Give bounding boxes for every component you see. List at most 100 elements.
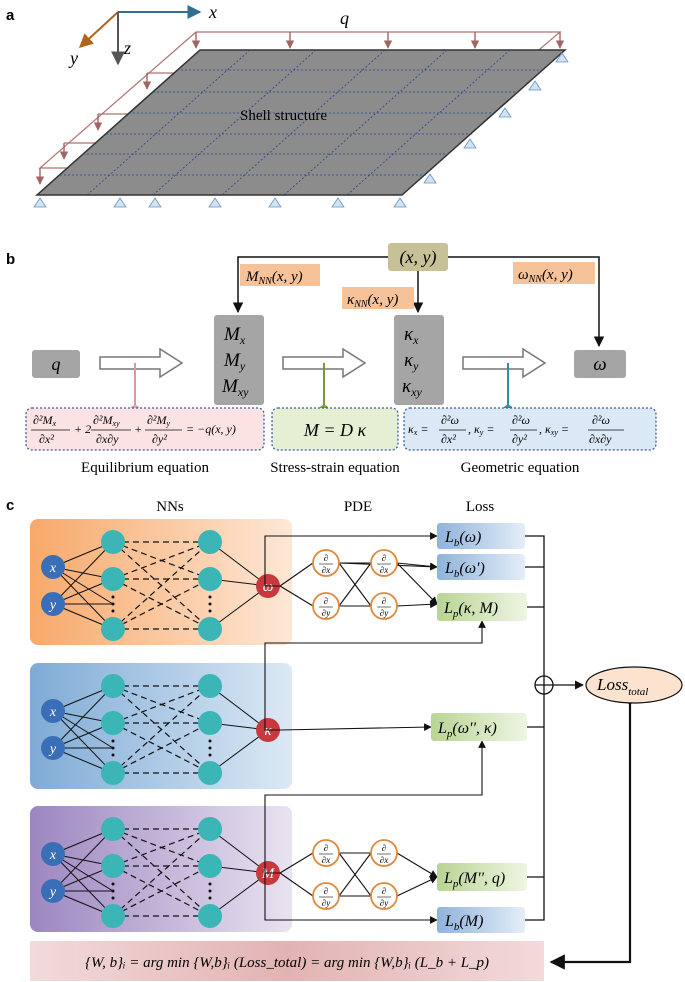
panel-a-label: a <box>6 7 15 24</box>
hidden-node <box>101 530 125 554</box>
nn-band-omega <box>30 519 292 645</box>
svg-text:∂²My: ∂²My <box>147 413 171 428</box>
ellipsis-dot <box>208 609 212 613</box>
svg-text:∂x∂y: ∂x∂y <box>96 432 119 446</box>
derivative-node <box>312 839 340 867</box>
support-triangle <box>113 197 127 208</box>
svg-text:∂x∂y: ∂x∂y <box>589 432 612 446</box>
net-edge-dashed <box>112 541 211 580</box>
derivative-top: ∂ <box>382 596 386 606</box>
net-edge-dashed <box>112 865 211 917</box>
ellipsis-dot <box>111 896 115 900</box>
support-triangle <box>393 197 407 208</box>
svg-text:, κy =: , κy = <box>468 422 494 437</box>
input-node-x <box>41 842 65 866</box>
ellipsis-dot <box>208 595 212 599</box>
m-stack-box <box>214 315 264 405</box>
input-y-label: y <box>48 598 57 613</box>
net-edge-dashed <box>112 578 211 630</box>
wire-m-boundary <box>264 872 438 924</box>
wire-m-to-lp <box>264 740 486 873</box>
axis-y-label: y <box>68 48 78 68</box>
tag-m-nn <box>240 264 320 286</box>
hidden-node <box>101 674 125 698</box>
loss-b-omega: Lb(ω) <box>444 529 481 549</box>
panel-c-label: c <box>6 497 14 514</box>
tag-kappa-nn-text: κNN(x, y) <box>347 292 398 310</box>
equilibrium-equation: ∂²Mx ∂x² + 2 ∂²Mxy ∂x∂y + ∂²My ∂y² <box>31 413 182 446</box>
hollow-arrows <box>99 347 547 379</box>
support-triangle <box>423 173 437 184</box>
svg-text:κx =: κx = <box>408 422 428 437</box>
support-triangle <box>463 138 477 149</box>
tag-m-nn-text: MNN(x, y) <box>245 269 303 287</box>
loss-b-omega-prime-box <box>437 554 525 580</box>
equation-pins <box>130 363 513 415</box>
q-box-text: q <box>52 354 61 374</box>
loss-p-m-q-box <box>437 863 527 891</box>
support-triangle <box>331 197 345 208</box>
svg-text:∂x²: ∂x² <box>441 432 456 446</box>
input-xy-box <box>388 243 448 271</box>
derivative-node <box>370 882 398 910</box>
pde-edge <box>338 852 372 897</box>
hidden-node <box>198 567 222 591</box>
shell-structure-label: Shell structure <box>240 108 327 124</box>
output-label: ω <box>263 579 274 595</box>
net-edge <box>52 541 114 605</box>
support-triangle <box>528 80 542 91</box>
net-edge-dashed <box>112 685 211 774</box>
load-q-label: q <box>340 8 349 28</box>
panel-b-label: b <box>6 251 15 268</box>
loss-boxes: Lb(ω) Lb(ω') Lp(κ, M) Lp(ω'', κ) Lp(M'',… <box>431 523 527 933</box>
formula-bar <box>30 941 544 981</box>
pde-edge <box>279 872 314 897</box>
loss-total-ellipse <box>585 666 683 704</box>
input-x-label: x <box>49 848 57 863</box>
aggregation-wires <box>525 535 632 970</box>
loss-p-kappa-m: Lp(κ, M) <box>443 600 498 620</box>
loss-b-m: Lb(M) <box>444 913 483 933</box>
nn-band-kappa <box>30 663 292 789</box>
kappa-stack-box <box>394 315 444 405</box>
net-edge <box>52 685 114 749</box>
ellipsis-dot <box>208 889 212 893</box>
caption-stress-strain: Stress-strain equation <box>270 460 400 476</box>
net-edge <box>209 828 269 874</box>
derivative-bottom: ∂x <box>322 855 330 865</box>
tag-omega-nn-text: ωNN(x, y) <box>518 267 573 285</box>
net-edge <box>209 685 269 731</box>
pde-derivatives: ∂∂x∂∂y∂∂x∂∂y∂∂x∂∂y∂∂x∂∂y <box>264 532 486 924</box>
hidden-node <box>198 817 222 841</box>
pde-edge <box>338 562 372 607</box>
hidden-node <box>101 617 125 641</box>
svg-text:κx: κx <box>404 324 419 347</box>
hidden-node <box>198 617 222 641</box>
equilibrium-rhs: = −q(x, y) <box>186 422 236 436</box>
net-edge <box>52 828 114 892</box>
hidden-node <box>198 904 222 928</box>
input-node-y <box>41 736 65 760</box>
support-triangle <box>148 197 162 208</box>
input-x-label: x <box>49 561 57 576</box>
hidden-node <box>101 567 125 591</box>
col-pde: PDE <box>344 499 372 515</box>
svg-text:κy: κy <box>404 350 419 373</box>
input-node-y <box>41 879 65 903</box>
net-edge <box>52 566 114 630</box>
svg-text:∂²ω: ∂²ω <box>592 413 610 427</box>
hidden-node <box>198 761 222 785</box>
stress-strain-equation: M = D κ <box>303 420 367 440</box>
tag-omega-nn <box>513 262 595 284</box>
support-triangle <box>33 197 47 208</box>
ellipsis-dot <box>111 753 115 757</box>
derivative-bottom: ∂x <box>380 855 388 865</box>
hidden-node <box>198 674 222 698</box>
omega-box <box>574 350 626 378</box>
net-edge-dashed <box>112 722 211 774</box>
derivative-top: ∂ <box>382 886 386 896</box>
derivative-top: ∂ <box>324 596 328 606</box>
kappa-stack-labels: κx κy κxy <box>402 324 422 399</box>
input-node-x <box>41 555 65 579</box>
